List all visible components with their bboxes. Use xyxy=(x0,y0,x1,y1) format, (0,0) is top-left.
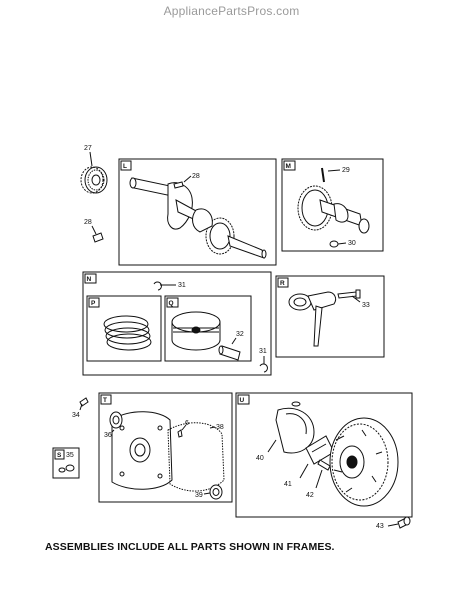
frame-M-box xyxy=(281,158,384,252)
leader-40 xyxy=(267,439,277,453)
frame-M-label: M xyxy=(286,163,291,170)
frame-R-box xyxy=(275,275,385,358)
callout-41: 41 xyxy=(284,481,292,488)
frame-R-tag-box xyxy=(277,277,289,288)
leader-33 xyxy=(351,295,361,303)
piston-drawing xyxy=(171,311,241,361)
leader-34 xyxy=(79,403,83,411)
crankshaft-drawing xyxy=(129,177,267,259)
gear-27-drawing xyxy=(80,166,108,194)
frame-L-box xyxy=(118,158,277,266)
leader-6 xyxy=(181,424,187,431)
leader-43 xyxy=(387,523,399,527)
leader-29 xyxy=(327,169,341,172)
frame-P-label: P xyxy=(91,300,96,307)
frame-Q-tag-box xyxy=(166,297,179,308)
crankcase-cover-drawing xyxy=(111,411,173,490)
callout-32: 32 xyxy=(236,331,244,338)
leader-32 xyxy=(231,337,237,345)
callout-28b: 28 xyxy=(84,219,92,226)
callout-36: 36 xyxy=(104,432,112,439)
key-28-drawing xyxy=(92,232,104,243)
frame-N-box xyxy=(82,271,272,376)
retainer-31-bottom-drawing xyxy=(259,363,268,373)
leader-28a xyxy=(183,175,192,183)
screw-34-drawing xyxy=(79,397,89,407)
frame-Q-label: Q xyxy=(169,300,174,307)
seal-36-drawing xyxy=(109,411,123,429)
nut-42-drawing xyxy=(317,459,331,471)
frame-T-label: T xyxy=(103,397,107,404)
callout-38: 38 xyxy=(216,424,224,431)
callout-40: 40 xyxy=(256,455,264,462)
callout-27: 27 xyxy=(84,145,92,152)
kit-35-drawing xyxy=(58,464,75,473)
callout-33: 33 xyxy=(362,302,370,309)
frame-L-tag-box xyxy=(120,160,132,171)
callout-42: 42 xyxy=(306,492,314,499)
leader-41 xyxy=(299,463,309,479)
leader-38 xyxy=(209,426,216,429)
callout-6: 6 xyxy=(185,420,189,427)
frame-P-box xyxy=(86,295,162,362)
frame-S-box xyxy=(52,447,80,479)
leader-42 xyxy=(315,469,323,489)
flywheel-drawing xyxy=(329,417,399,507)
callout-30: 30 xyxy=(348,240,356,247)
leader-30 xyxy=(337,242,347,245)
frame-U-box xyxy=(235,392,413,518)
callout-31a: 31 xyxy=(178,282,186,289)
frame-M-tag-box xyxy=(283,160,296,171)
callout-31b: 31 xyxy=(259,348,267,355)
piston-rings-drawing xyxy=(103,315,152,351)
frame-T-box xyxy=(98,392,233,503)
frame-P-tag-box xyxy=(88,297,100,308)
frame-S-tag-box xyxy=(54,449,65,460)
frame-U-tag-box xyxy=(237,394,250,405)
frame-R-label: R xyxy=(280,280,285,287)
seal-39-drawing xyxy=(209,484,223,500)
bolt-43-drawing xyxy=(397,516,411,529)
camshaft-drawing xyxy=(297,167,370,234)
assemblies-note: ASSEMBLIES INCLUDE ALL PARTS SHOWN IN FR… xyxy=(45,541,335,553)
watermark-text: AppliancePartsPros.com xyxy=(163,4,300,18)
frame-S-label: S xyxy=(57,452,62,459)
frame-L-label: L xyxy=(123,163,127,170)
leader-28b xyxy=(91,225,97,235)
frame-Q-box xyxy=(164,295,252,362)
connecting-rod-drawing xyxy=(288,289,361,347)
callout-34: 34 xyxy=(72,412,80,419)
frame-N-tag-box xyxy=(84,273,97,284)
key-28-inframe-drawing xyxy=(173,181,184,189)
leader-27 xyxy=(89,151,93,167)
frame-N-label: N xyxy=(87,276,92,283)
leader-36 xyxy=(111,429,115,433)
frame-U-label: U xyxy=(240,397,245,404)
shroud-40-drawing xyxy=(275,401,315,454)
callout-35: 35 xyxy=(66,452,74,459)
pin-6-drawing xyxy=(177,429,183,438)
callout-28a: 28 xyxy=(192,173,200,180)
retainer-31-top-drawing xyxy=(153,281,162,291)
callout-39: 39 xyxy=(195,492,203,499)
gasket-38-drawing xyxy=(167,422,225,492)
leader-39 xyxy=(203,492,211,495)
frame-T-tag-box xyxy=(100,394,112,405)
callout-43: 43 xyxy=(376,523,384,530)
washer-30-drawing xyxy=(329,240,339,248)
callout-29: 29 xyxy=(342,167,350,174)
